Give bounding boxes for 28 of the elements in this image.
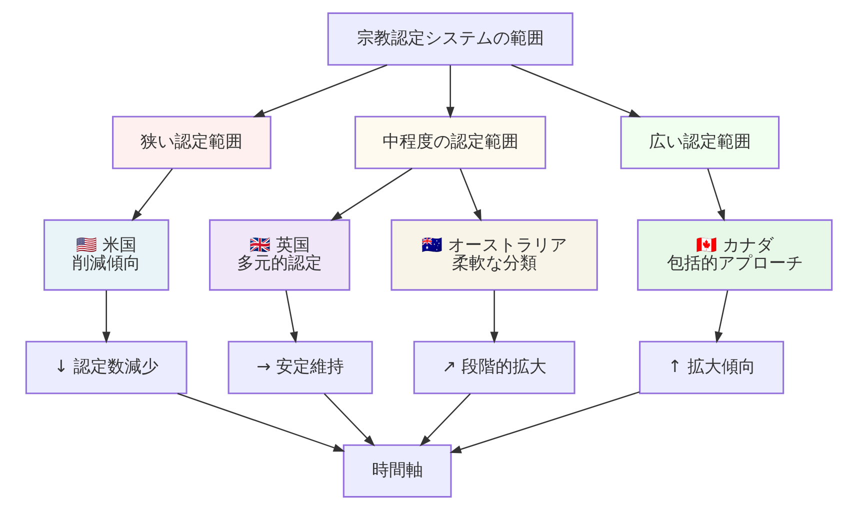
arrow <box>285 290 298 344</box>
node-box: 🇦🇺 オーストラリア 柔軟な分類 <box>390 219 598 291</box>
arrow <box>446 65 454 119</box>
arrow <box>714 290 728 344</box>
node-box: ↓ 認定数減少 <box>25 340 188 394</box>
arrow <box>330 168 412 222</box>
node-box: ↗ 段階的拡大 <box>413 340 576 394</box>
node-box: 宗教認定システムの範囲 <box>327 12 574 66</box>
node-box: 🇺🇸 米国 削減傾向 <box>44 219 170 291</box>
arrow <box>177 392 346 452</box>
node-box: → 安定維持 <box>228 340 373 394</box>
node-box: 時間軸 <box>342 444 452 498</box>
arrow <box>324 393 375 446</box>
node-box: 🇨🇦 カナダ 包括的アプローチ <box>637 219 833 291</box>
arrow <box>132 168 173 222</box>
arrow <box>252 64 388 118</box>
node-box: ↑ 拡大傾向 <box>639 340 784 394</box>
node-box: 広い認定範囲 <box>620 116 780 170</box>
arrow <box>490 290 498 344</box>
arrow <box>420 393 471 446</box>
arrow <box>460 168 482 222</box>
arrow <box>102 290 110 344</box>
node-box: 中程度の認定範囲 <box>354 116 546 170</box>
arrow <box>450 391 640 454</box>
node-box: 狭い認定範囲 <box>112 116 272 170</box>
arrow <box>707 168 725 222</box>
arrow <box>511 64 641 118</box>
node-box: 🇬🇧 英国 多元的認定 <box>209 219 350 291</box>
